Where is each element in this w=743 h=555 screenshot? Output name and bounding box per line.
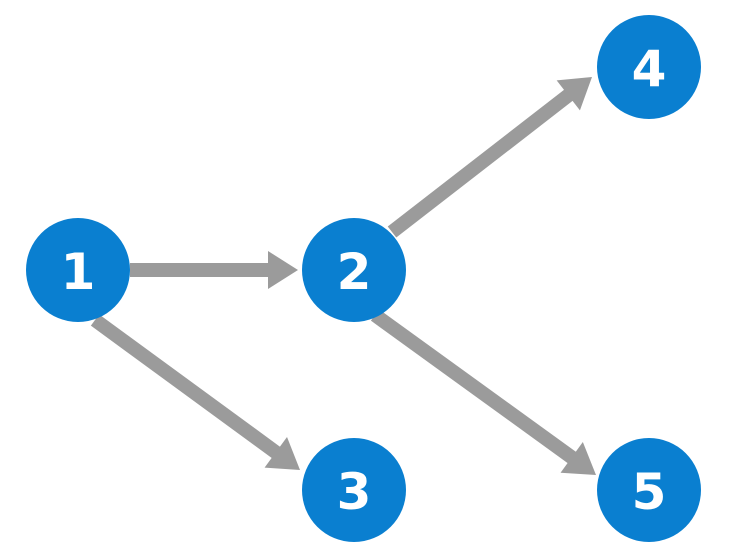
- nodes-layer: 1 2 3 4 5: [26, 15, 701, 542]
- node-circle: [597, 15, 701, 119]
- node-1: 1: [26, 218, 130, 322]
- node-label: 2: [337, 243, 372, 301]
- arrow-2-to-4: [387, 77, 592, 238]
- node-label: 5: [632, 463, 667, 521]
- node-3: 3: [302, 438, 406, 542]
- arrow-head: [560, 442, 596, 475]
- arrow-head: [268, 251, 298, 289]
- arrow-2-to-5: [370, 309, 596, 475]
- node-circle: [302, 218, 406, 322]
- node-label: 1: [61, 243, 96, 301]
- node-5: 5: [597, 438, 701, 542]
- arrow-shaft: [370, 309, 578, 465]
- edges-layer: [90, 77, 596, 475]
- node-label: 4: [632, 40, 667, 98]
- arrow-1-to-3: [90, 314, 300, 470]
- arrow-head: [556, 77, 592, 111]
- node-label: 3: [337, 463, 372, 521]
- node-2: 2: [302, 218, 406, 322]
- node-4: 4: [597, 15, 701, 119]
- arrow-head: [264, 436, 300, 470]
- arrow-shaft: [387, 88, 575, 238]
- arrow-shaft: [90, 314, 282, 460]
- node-circle: [597, 438, 701, 542]
- node-circle: [302, 438, 406, 542]
- node-circle: [26, 218, 130, 322]
- arrow-1-to-2: [130, 251, 298, 289]
